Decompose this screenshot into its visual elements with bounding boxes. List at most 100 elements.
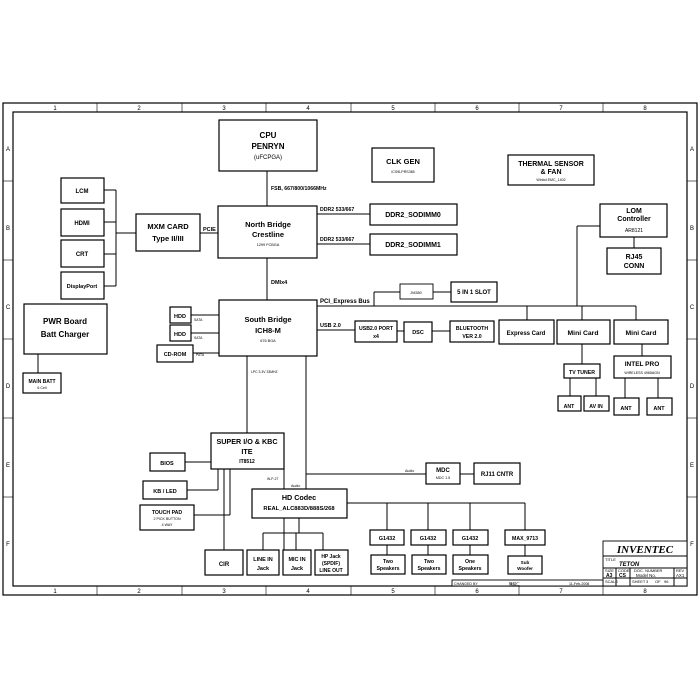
g1432-3-label: G1432 [462,536,479,542]
thermal-line2: & FAN [541,169,562,176]
rj45-line1: RJ45 [626,254,643,261]
clk-gen-block: CLK GEN ICS9LPRS365 [371,147,435,183]
lcm-label: LCM [76,189,89,195]
grid-row-left-b: B [6,226,10,232]
super-io-block: SUPER I/O & KBC ITE IT8512 [210,432,285,470]
connection-lines [37,171,659,556]
cdrom-block: CD-ROM [156,344,194,363]
displayport-label: DisplayPort [67,284,98,290]
dsc-block: DSC [403,321,433,343]
two-speakers-2-line1: Two [424,559,434,565]
hdd1-label: HDD [174,314,186,320]
hd-codec-line2: REAL_ALC883D/888S/268 [263,506,335,512]
bluetooth-line2: VER 2.0 [462,334,481,340]
line-in-line1: LINE IN [253,557,273,563]
cpu-package: (uFCPGA) [254,155,282,161]
mxm-line2: Type II/III [152,234,184,243]
hp-jack-block: HP Jack (SPDIF) LINE OUT [314,549,349,576]
mdc-line1: MDC [436,468,450,474]
cdrom-label: CD-ROM [164,352,187,358]
inner-frame [12,111,688,587]
grid-col-bottom-7: 7 [559,589,563,595]
of-label: OF [655,579,661,584]
south-bridge-package: 676 BGA [260,339,276,343]
super-io-line1: SUPER I/O & KBC [216,437,277,446]
sata1-label: SATA [194,318,203,322]
mini-card-1-block: Mini Card [556,319,611,345]
bios-block: BIOS [149,452,186,472]
grid-col-top-8: 8 [643,106,647,112]
sub-woofer-block: Sub Woofer [507,555,543,575]
touch-pad-line2: 2 PICK BUTTON [153,517,180,521]
two-speakers-1-line2: Speakers [376,566,399,572]
ant-2-block: ANT [646,397,673,416]
pci-express-bus-label: PCI_Express Bus [320,299,370,305]
ant-1-label: ANT [620,406,632,412]
bluetooth-block: BLUETOOTH VER 2.0 [449,320,495,343]
tv-tuner-block: TV TUNER [563,363,601,379]
card-reader-label: 5 IN 1 SLOT [457,290,491,296]
max9713-label: MAX_9713 [512,536,538,542]
sodimm0-label: DDR2_SODIMM0 [385,212,441,219]
one-speakers-line1: One [465,559,475,565]
grid-col-bottom-5: 5 [391,589,395,595]
cpu-name: PENRYN [251,142,284,151]
touch-pad-block: TOUCH PAD 2 PICK BUTTON 4 WAY [139,504,195,531]
pata-label: PATA [196,353,205,357]
cpu-title: CPU [260,131,277,140]
g1432-2-block: G1432 [410,529,447,546]
hd-codec-block: HD Codec REAL_ALC883D/888S/268 [251,488,348,519]
grid-row-markers: A B C D E F A B C D E F [3,147,697,548]
company-logo: INVENTEC [616,544,674,556]
grid-col-bottom-1: 1 [53,589,57,595]
tv-tuner-label: TV TUNER [569,370,595,376]
kb-led-block: KB / LED [142,480,188,500]
grid-row-right-e: E [690,463,694,469]
cpu-block: CPU PENRYN (uFCPGA) [218,119,318,172]
kb-led-label: KB / LED [153,489,177,495]
av-in-block: AV IN [583,395,610,412]
max9713-block: MAX_9713 [504,529,546,546]
jmicron-label: JM380 [410,291,421,295]
grid-col-bottom-2: 2 [137,589,141,595]
line-in-line2: Jack [257,566,270,572]
grid-row-left-a: A [6,147,10,153]
g1432-3-block: G1432 [452,529,489,546]
ant-2-label: ANT [653,406,665,412]
mic-in-line1: MIC IN [288,557,305,563]
lom-line1: LOM [626,208,642,215]
intel-pro-block: INTEL PRO WIRELESS 4965AGN [613,355,672,379]
grid-row-right-b: B [690,226,694,232]
grid-col-bottom-4: 4 [306,589,310,595]
super-io-part: IT8512 [239,459,255,465]
line-in-block: LINE IN Jack [246,549,280,576]
thermal-sensor-block: THERMAL SENSOR & FAN Winbd EMC_1402 [507,154,595,186]
title-block: INVENTEC TITLE TETON SIZE A3 CODE CS DOC… [451,540,688,587]
one-speakers-block: One Speakers [452,554,489,575]
hd-codec-line1: HD Codec [282,493,316,502]
ant-1-block: ANT [613,397,640,416]
dmi-label: DMIx4 [271,280,288,286]
bios-label: BIOS [160,461,174,467]
hdd2-block: HDD [169,324,192,342]
mxm-line1: MXM CARD [147,222,189,231]
size-label: SIZE [605,568,614,573]
w-p-27-label: W-P-27 [267,477,279,481]
title-label: TITLE [605,557,616,562]
two-speakers-2-block: Two Speakers [411,554,447,575]
sub-woofer-line2: Woofer [517,566,533,571]
intel-pro-line2: WIRELESS 4965AGN [624,371,660,375]
av-in-label: AV IN [589,404,603,410]
clk-gen-part: ICS9LPRS365 [391,170,414,174]
hdd2-label: HDD [174,332,186,338]
cir-label: CIR [219,562,230,568]
pcie-label: PCIE [203,227,216,233]
north-bridge-package: 1299 FCBGA [257,243,280,247]
touch-pad-line3: 4 WAY [162,523,173,527]
g1432-1-block: G1432 [369,529,405,546]
grid-col-top-1: 1 [53,106,57,112]
south-bridge-line1: South Bridge [244,315,291,324]
of-value: 96 [664,579,669,584]
grid-col-bottom-8: 8 [643,589,647,595]
two-speakers-1-block: Two Speakers [370,554,406,575]
